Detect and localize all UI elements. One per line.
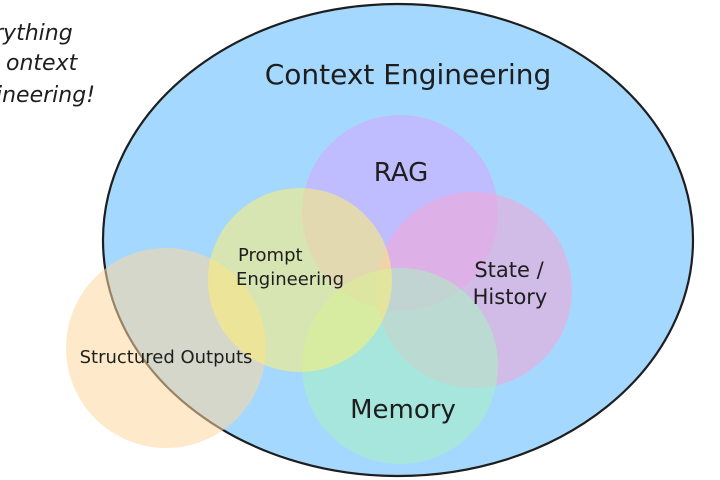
prompt-engineering-circle [208, 188, 392, 372]
state-history-label-line-1: State / [474, 258, 544, 282]
context-engineering-title: Context Engineering [265, 58, 552, 91]
side-note-line-3: ineering! [0, 83, 95, 108]
rag-label: RAG [374, 158, 429, 188]
prompt-engineering-label-line-1: Prompt [238, 245, 303, 266]
side-note-line-1: rything [0, 21, 73, 46]
side-note: rything ontext ineering! [0, 21, 95, 108]
structured-outputs-label: Structured Outputs [80, 347, 253, 368]
memory-label: Memory [350, 395, 456, 425]
state-history-label-line-2: History [473, 285, 548, 309]
side-note-line-2: ontext [6, 51, 79, 76]
prompt-engineering-label-line-2: Engineering [236, 269, 344, 290]
